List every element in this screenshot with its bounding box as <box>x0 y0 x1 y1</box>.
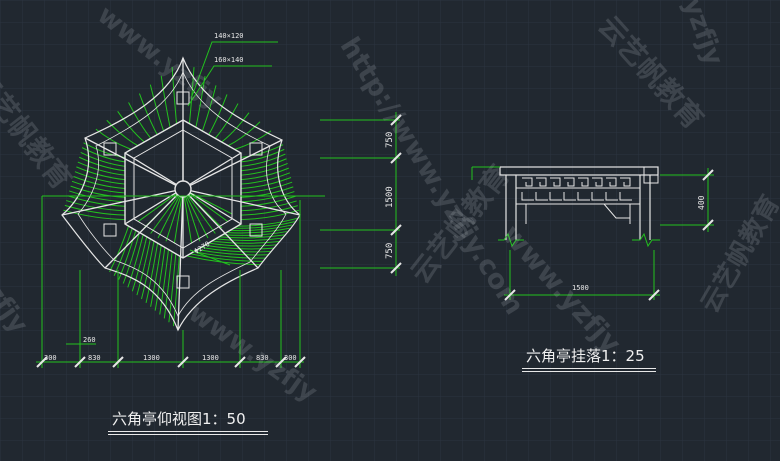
beam-callouts <box>187 41 278 107</box>
elevation-title-underline-2 <box>522 371 656 372</box>
hdim-300-left: 300 <box>44 354 57 362</box>
hdim-830-left: 830 <box>88 354 101 362</box>
center-boss <box>174 180 192 198</box>
hdim-300-right: 300 <box>284 354 297 362</box>
vdim-750-top: 750 <box>385 132 395 148</box>
elev-width-label: 1500 <box>572 284 589 292</box>
hdim-830-right: 830 <box>256 354 269 362</box>
fret-pattern <box>516 177 640 224</box>
radius-leader <box>189 249 231 266</box>
vertical-dim-chain <box>320 112 400 276</box>
beam-label-2: 160×140 <box>214 56 244 64</box>
beam-label-1: 140×120 <box>214 32 244 40</box>
elevation-title: 六角亭挂落1：25 <box>526 347 645 365</box>
plan-title-underline-2 <box>108 434 268 435</box>
plan-title-underline <box>108 431 268 432</box>
column-posts <box>103 91 263 289</box>
elev-height-label: 400 <box>697 195 706 210</box>
break-symbol-left <box>498 232 524 248</box>
inner-dim-260: 260 <box>83 336 96 344</box>
plan-title: 六角亭仰视图1：50 <box>112 410 246 428</box>
vdim-750-bottom: 750 <box>385 243 395 259</box>
hdim-1300-right: 1300 <box>202 354 219 362</box>
vertical-dim-ticks <box>390 114 402 274</box>
rafter-lines <box>63 66 300 327</box>
elev-height-ticks <box>702 169 714 231</box>
elevation-title-underline <box>522 368 656 369</box>
elev-height-dim <box>660 168 714 232</box>
elev-width-ticks <box>504 289 660 301</box>
fascia-right-block <box>643 166 659 184</box>
hdim-1300-left: 1300 <box>143 354 160 362</box>
vdim-1500: 1500 <box>385 186 395 208</box>
break-symbol-right <box>632 232 660 248</box>
elev-width-dim <box>504 250 660 300</box>
hanging-fascia-elevation: 1500 400 <box>471 166 714 301</box>
horizontal-dim-ticks <box>36 356 306 368</box>
